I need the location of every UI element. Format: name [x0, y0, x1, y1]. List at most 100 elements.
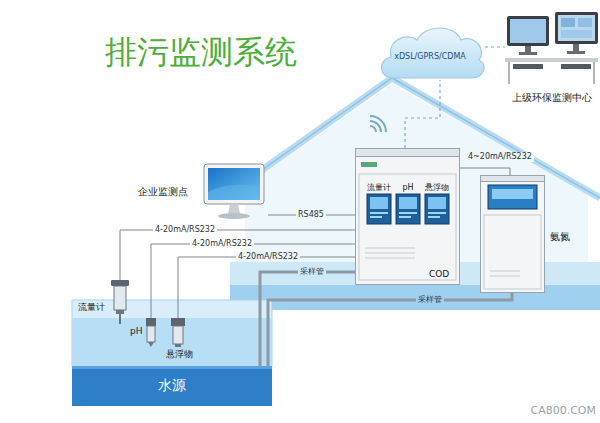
water-source: 水源: [72, 366, 272, 406]
sampling-pipe: [268, 293, 512, 366]
drawing-part: [359, 174, 456, 280]
drawing-part: [370, 197, 388, 209]
meter-panel: 悬浮物: [423, 182, 451, 226]
panel-caption: 悬浮物: [425, 183, 449, 192]
drawing-part: [484, 215, 541, 289]
drawing-part: [175, 344, 181, 347]
ss-sensor: 悬浮物: [162, 318, 198, 364]
drawing-part: [561, 18, 575, 27]
drawing-part: [519, 52, 537, 55]
drawing-part: [356, 149, 460, 285]
drawing-part: [488, 185, 537, 209]
panel-caption: 流量计: [367, 183, 391, 192]
drawing-part: [399, 197, 417, 209]
cod-cabinet: COD 流量计 pH 悬浮物: [355, 148, 460, 285]
drawing-part: [208, 185, 260, 200]
drawing-part: [365, 248, 415, 249]
enterprise-monitor: 企业监测点: [138, 162, 268, 222]
edge-label: 4-20mA/RS232: [236, 252, 300, 262]
drawing-part: [171, 318, 185, 326]
drawing-part: [525, 46, 531, 52]
drawing-part: [370, 212, 388, 214]
drawing-part: [428, 212, 446, 214]
drawing-part: [490, 271, 520, 272]
drawing-part: [573, 44, 579, 51]
drawing-part: [505, 58, 598, 62]
drawing-part: [428, 216, 440, 218]
drawing-part: [399, 216, 411, 218]
drawing-part: [508, 62, 510, 84]
drawing-part: [111, 280, 129, 286]
wireless-signal: [370, 116, 386, 132]
network-link: [405, 80, 440, 148]
drawing-part: [428, 197, 446, 209]
drawing-part: [370, 216, 382, 218]
meter-panel: pH: [394, 182, 422, 226]
drawing-part: [593, 62, 595, 84]
drawing-part: [555, 12, 598, 44]
center-caption: 上级环保监测中心: [512, 92, 592, 104]
drawing-part: [578, 18, 592, 27]
edge-label: 采样管: [298, 267, 326, 277]
drawing-part: [204, 164, 264, 204]
ammonia-cabinet: 氨氮: [480, 175, 580, 293]
cloud-text: xDSL/GPRS/CDMA: [394, 52, 466, 61]
drawing-part: [510, 19, 546, 43]
drawing-part: [173, 326, 183, 344]
drawing-part: [365, 253, 415, 254]
cloud-node-picture: [375, 22, 485, 80]
edge-label: 4-20mA/RS232: [153, 225, 217, 235]
edge-label: RS485: [296, 210, 326, 220]
edge-label: 4-20mA/RS232: [190, 239, 254, 249]
edge-label: 4~20mA/RS232: [466, 152, 534, 162]
drawing-part: [481, 176, 545, 182]
drawing-part: [381, 28, 484, 78]
diagram-title: 排污监测系统: [105, 34, 297, 71]
drawing-part: [208, 168, 260, 200]
ph-sensor: pH: [130, 318, 160, 348]
pool: [72, 300, 272, 366]
sensor-caption: 悬浮物: [166, 349, 193, 359]
sampling-pipe: [260, 272, 355, 366]
drawing-part: [481, 176, 545, 293]
monitoring-center: 上级环保监测中心: [505, 2, 598, 108]
drawing-part: [116, 310, 124, 314]
drawing-part: [561, 30, 592, 38]
drawing-part: [396, 194, 420, 224]
monitor-caption: 企业监测点: [138, 186, 188, 198]
drawing-part: [228, 204, 240, 214]
drawing-part: [365, 258, 415, 259]
drawing-part: [492, 189, 533, 199]
drawing-part: [218, 213, 250, 219]
drawing-part: [425, 194, 449, 224]
drawing-part: [561, 64, 591, 69]
edge-label: 采样管: [416, 295, 444, 305]
water-caption: 水源: [158, 377, 186, 393]
signal-wire: [120, 230, 355, 280]
drawing-part: [72, 366, 272, 369]
drawing-part: [356, 149, 460, 157]
drawing-part: [513, 64, 543, 69]
panel-caption: pH: [402, 183, 413, 192]
signal-wire: [151, 244, 355, 318]
drawing-part: [114, 286, 126, 310]
drawing-part: [146, 318, 156, 326]
flowmeter-pipe: [119, 314, 121, 324]
drawing-part: [147, 326, 155, 342]
cabinet-caption: COD: [429, 269, 449, 279]
drawing-part: [399, 212, 417, 214]
drawing-part: [490, 276, 520, 277]
drawing-part: [567, 51, 585, 54]
flow-sensor: 流量计: [78, 280, 130, 316]
sensor-caption: 流量计: [78, 302, 105, 312]
drawing-part: [558, 15, 595, 41]
drawing-part: [72, 366, 272, 406]
drawing-part: [361, 162, 377, 167]
sensor-caption: pH: [130, 326, 142, 336]
cloud-node: xDSL/GPRS/CDMA: [375, 22, 485, 80]
meter-panel: 流量计: [365, 182, 393, 226]
watermark: CA800.COM: [530, 405, 596, 418]
cabinet-caption: 氨氮: [550, 231, 570, 243]
network-link: [485, 46, 505, 47]
